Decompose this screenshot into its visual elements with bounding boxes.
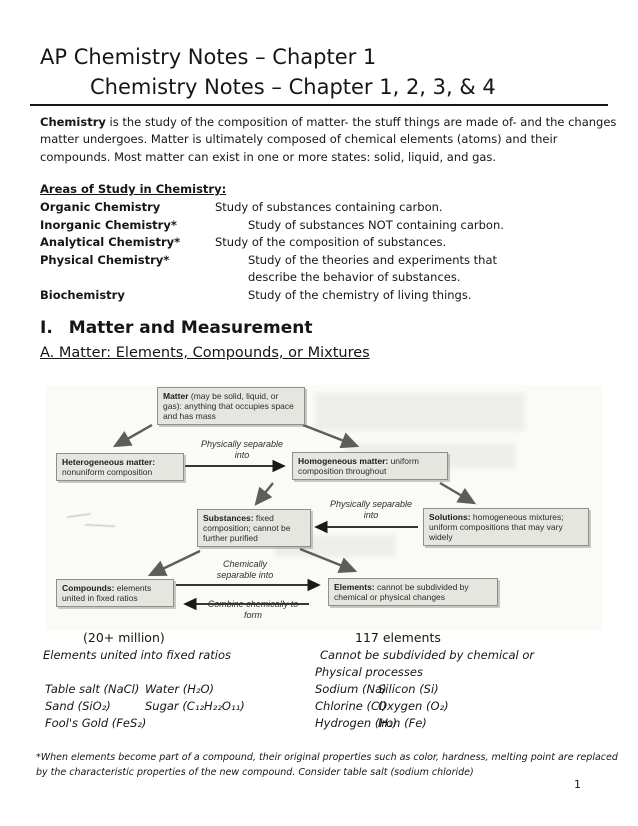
flowchart-arrows [112,423,477,611]
example-cell: Silicon (Si) [378,682,439,696]
title-underline-rule [30,104,608,106]
section-title: Matter and Measurement [68,318,313,338]
arrow-matter-to-heterogeneous [112,423,153,448]
elements-count: 117 elements [355,630,441,645]
flowchart-box-elements: Elements: cannot be subdivided by chemic… [328,578,498,606]
area-desc: Study of the chemistry of living things. [248,287,472,302]
section-roman-numeral: I. [40,318,53,338]
compounds-count: (20+ million) [83,630,165,645]
area-desc: Study of the composition of substances. [215,235,447,249]
flowchart-box-solutions: Solutions: homogeneous mixtures; uniform… [423,508,589,546]
section-heading: I. Matter and Measurement [40,318,312,338]
box-title: Substances: [203,513,254,523]
example-cell: Oxygen (O₂) [378,699,449,713]
list-item: Biochemistry Study of the chemistry of l… [40,288,620,306]
example-cell: Table salt (NaCl) [45,682,140,696]
flowchart-box-homogeneous: Homogeneous matter: uniform composition … [292,452,448,480]
example-cell: Sugar (C₁₂H₂₂O₁₁) [145,699,245,713]
example-cell: Iron (Fe) [378,716,427,730]
arrow-label-physically-separable-1: Physically separable into [200,439,284,460]
example-cell: Hydrogen (H₂) [315,716,398,730]
box-text: cannot be subdivided by chemical or phys… [334,582,469,602]
box-text: uniform composition throughout [298,456,419,476]
area-term: Physical Chemistry* [40,252,170,267]
box-title: Compounds: [62,583,115,593]
area-term: Inorganic Chemistry* [40,217,177,232]
compounds-caption: Elements united into fixed ratios [43,648,232,662]
flowchart-box-matter: Matter (may be solid, liquid, or gas): a… [157,387,305,425]
arrow-label-chemically-separable: Chemically separable into [216,559,274,580]
example-cell: Fool's Gold (FeS₂) [45,716,147,730]
areas-heading: Areas of Study in Chemistry: [40,182,227,196]
area-desc: Study of substances NOT containing carbo… [248,217,504,232]
areas-of-study-section: Areas of Study in Chemistry: Organic Che… [40,182,620,305]
arrow-matter-to-homogeneous [302,423,360,449]
flowchart-box-heterogeneous: Heterogeneous matter: nonuniform composi… [56,453,184,481]
list-item: Analytical Chemistry* Study of the compo… [40,235,620,253]
arrow-substances-to-compounds [147,549,201,577]
area-term: Organic Chemistry [40,200,161,214]
example-cell: Sand (SiO₂) [45,699,111,713]
box-text: elements united in fixed ratios [62,583,152,603]
arrow-substances-to-elements [299,547,358,574]
flowchart-box-compounds: Compounds: elements united in fixed rati… [56,579,174,607]
example-cell: Water (H₂O) [145,682,215,696]
area-desc: Study of substances containing carbon. [215,200,443,214]
arrow-homogeneous-to-substances [254,482,274,506]
box-title: Solutions: [429,512,471,522]
arrow-label-physically-separable-2: Physically separable into [329,499,413,520]
area-desc: describe the behavior of substances. [248,270,461,284]
page-number: 1 [574,778,581,791]
intro-lead-word: Chemistry [40,115,106,129]
flowchart-box-substances: Substances: fixed composition; cannot be… [197,509,311,547]
page-subtitle: Chemistry Notes – Chapter 1, 2, 3, & 4 [90,75,496,99]
matter-classification-flowchart: Matter (may be solid, liquid, or gas): a… [45,385,603,631]
box-text: nonuniform composition [62,467,153,477]
elements-caption-line1: Cannot be subdivided by chemical or [320,648,535,662]
box-text: (may be solid, liquid, or gas): anything… [163,391,294,421]
area-term: Analytical Chemistry* [40,235,181,249]
page-title: AP Chemistry Notes – Chapter 1 [40,45,377,69]
arrow-homogeneous-to-solutions [439,481,477,505]
section-subtitle: A. Matter: Elements, Compounds, or Mixtu… [40,345,370,361]
box-title: Matter [163,391,189,401]
elements-caption-line2: Physical processes [315,665,423,679]
arrow-label-combine-chemically: Combine chemically to form [207,599,299,620]
example-cell: Sodium (Na) [315,682,387,696]
examples-summary: (20+ million) 117 elements Elements unit… [40,626,610,738]
list-item: Inorganic Chemistry* Study of substances… [40,218,620,236]
box-title: Homogeneous matter: [298,456,389,466]
intro-body-text: is the study of the composition of matte… [40,115,617,164]
box-title: Heterogeneous matter: [62,457,156,467]
intro-paragraph: Chemistry is the study of the compositio… [40,114,624,166]
footnote: *When elements become part of a compound… [36,752,618,778]
box-title: Elements: [334,582,375,592]
header-title-block: AP Chemistry Notes – Chapter 1 Chemistry… [40,42,496,102]
box-text: fixed composition; cannot be further pur… [203,513,291,543]
area-term: Biochemistry [40,287,125,302]
scan-artifact [315,393,525,431]
list-item: describe the behavior of substances. [40,270,620,288]
example-cell: Chlorine (Cl) [315,699,387,713]
list-item: Physical Chemistry* Study of the theorie… [40,253,620,271]
box-text: homogeneous mixtures; uniform compositio… [429,512,564,542]
list-item: Organic Chemistry Study of substances co… [40,200,620,218]
area-desc: Study of the theories and experiments th… [248,252,498,267]
